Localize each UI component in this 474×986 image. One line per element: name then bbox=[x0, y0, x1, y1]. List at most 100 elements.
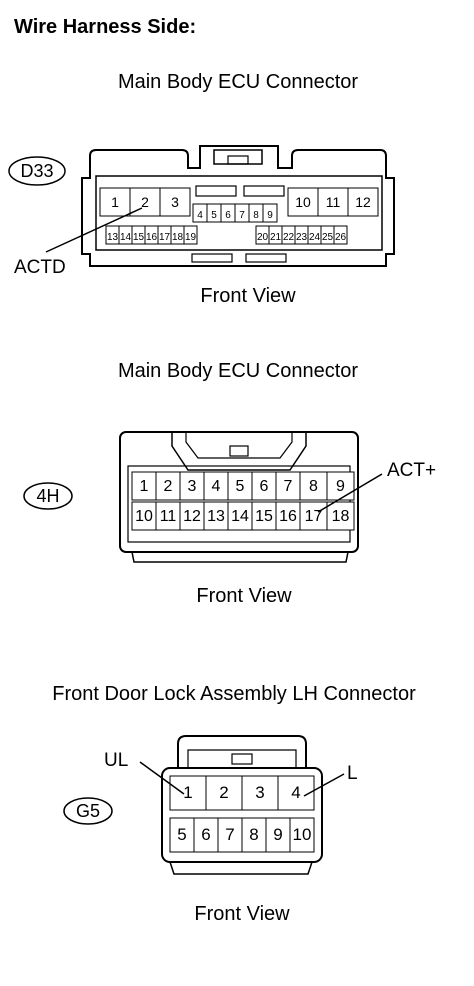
connector-id-badge bbox=[8, 156, 66, 186]
connector-latch-inner bbox=[185, 432, 293, 459]
pin-cavity: 23 bbox=[294, 225, 309, 245]
pin-cavity: 18 bbox=[170, 225, 185, 245]
connector-id: D33 bbox=[20, 161, 53, 181]
pin-cavity: 7 bbox=[275, 471, 301, 501]
pin-number: 20 bbox=[257, 232, 269, 243]
pin-outline bbox=[326, 471, 355, 501]
pin-number: 13 bbox=[207, 508, 225, 525]
pin-number: 21 bbox=[270, 232, 282, 243]
pin-number: 6 bbox=[201, 825, 210, 844]
pin-outline bbox=[262, 203, 278, 223]
pin-cavity: 18 bbox=[326, 501, 355, 531]
pin-outline bbox=[217, 817, 243, 853]
pin-cavity: 13 bbox=[203, 501, 229, 531]
connector-latch-tab bbox=[229, 445, 249, 457]
pin-cavity: 3 bbox=[179, 471, 205, 501]
pin-cavity: 9 bbox=[326, 471, 355, 501]
connector-housing bbox=[161, 767, 323, 863]
pin-outline bbox=[287, 187, 319, 217]
pin-number: 6 bbox=[225, 210, 231, 221]
front-view-label: Front View bbox=[200, 285, 296, 307]
pin-outline bbox=[251, 501, 277, 531]
pin-number: 7 bbox=[225, 825, 234, 844]
header-title: Wire Harness Side: bbox=[14, 16, 196, 38]
lock-bump-right bbox=[245, 253, 287, 263]
pin-outline bbox=[289, 817, 315, 853]
pin-cavity: 22 bbox=[281, 225, 296, 245]
pin-number: 2 bbox=[141, 194, 149, 210]
pin-cavity: 6 bbox=[220, 203, 236, 223]
pin-cavity: 3 bbox=[241, 775, 279, 811]
lock-bump-left bbox=[191, 253, 233, 263]
key-bar-left bbox=[195, 185, 237, 197]
pin-cavity: 7 bbox=[234, 203, 250, 223]
pin-number: 8 bbox=[253, 210, 259, 221]
pin-outline bbox=[227, 471, 253, 501]
pin-cavity: 16 bbox=[144, 225, 159, 245]
pin-cavity: 9 bbox=[262, 203, 278, 223]
pin-outline bbox=[155, 471, 181, 501]
pin-number: 15 bbox=[255, 508, 273, 525]
pin-number: 16 bbox=[279, 508, 297, 525]
pin-number: 25 bbox=[322, 232, 334, 243]
connector-base bbox=[169, 861, 313, 875]
pin-cavity: 14 bbox=[118, 225, 133, 245]
pin-cavity: 11 bbox=[155, 501, 181, 531]
connector-id-badge bbox=[23, 482, 73, 510]
pin-number: 9 bbox=[336, 478, 345, 495]
connector-latch bbox=[171, 432, 307, 471]
pin-cavity: 9 bbox=[265, 817, 291, 853]
pin-cavity: 5 bbox=[206, 203, 222, 223]
connector-latch-tab bbox=[227, 155, 249, 165]
pin-cavity: 16 bbox=[275, 501, 301, 531]
connector-housing bbox=[81, 145, 395, 267]
pin-cavity: 11 bbox=[317, 187, 349, 217]
connector-id-badge bbox=[63, 797, 113, 825]
pin-outline bbox=[333, 225, 348, 245]
pin-number: 18 bbox=[172, 232, 184, 243]
pin-number: 17 bbox=[305, 508, 323, 525]
pin-number: 14 bbox=[231, 508, 249, 525]
pin-outline bbox=[155, 501, 181, 531]
pin-number: 9 bbox=[267, 210, 273, 221]
pin-cavity: 6 bbox=[193, 817, 219, 853]
pin-number: 4 bbox=[212, 478, 221, 495]
pin-cavity: 6 bbox=[251, 471, 277, 501]
pin-number: 4 bbox=[291, 783, 300, 802]
pin-number: 22 bbox=[283, 232, 295, 243]
pin-cavity: 12 bbox=[179, 501, 205, 531]
pin-outline bbox=[241, 775, 279, 811]
pin-number: 16 bbox=[146, 232, 158, 243]
pin-outline bbox=[227, 501, 253, 531]
pin-outline bbox=[159, 187, 191, 217]
pin-cavity: 8 bbox=[241, 817, 267, 853]
pin-outline bbox=[183, 225, 198, 245]
pin-number: 4 bbox=[197, 210, 203, 221]
pin-number: 6 bbox=[260, 478, 269, 495]
connector-title: Main Body ECU Connector bbox=[118, 71, 358, 93]
pin-number: 5 bbox=[177, 825, 186, 844]
connector-latch bbox=[213, 149, 263, 165]
pin-number: 14 bbox=[120, 232, 132, 243]
pin-cavity: 14 bbox=[227, 501, 253, 531]
pin-number: 1 bbox=[183, 783, 192, 802]
pin-number: 13 bbox=[107, 232, 119, 243]
pin-cavity: 2 bbox=[155, 471, 181, 501]
pin-cavity: 20 bbox=[255, 225, 270, 245]
pin-cavity: 10 bbox=[131, 501, 157, 531]
connector-latch bbox=[177, 735, 307, 768]
callout-leader bbox=[317, 473, 383, 513]
pin-cavity: 15 bbox=[131, 225, 146, 245]
pin-cavity: 5 bbox=[169, 817, 195, 853]
pin-cavity: 26 bbox=[333, 225, 348, 245]
callout-ul: UL bbox=[104, 750, 128, 771]
pin-number: 8 bbox=[309, 478, 318, 495]
pin-number: 10 bbox=[295, 194, 311, 210]
pin-cavity: 4 bbox=[203, 471, 229, 501]
front-view-label: Front View bbox=[196, 585, 292, 607]
pin-cavity: 19 bbox=[183, 225, 198, 245]
connector-title: Front Door Lock Assembly LH Connector bbox=[52, 683, 416, 705]
